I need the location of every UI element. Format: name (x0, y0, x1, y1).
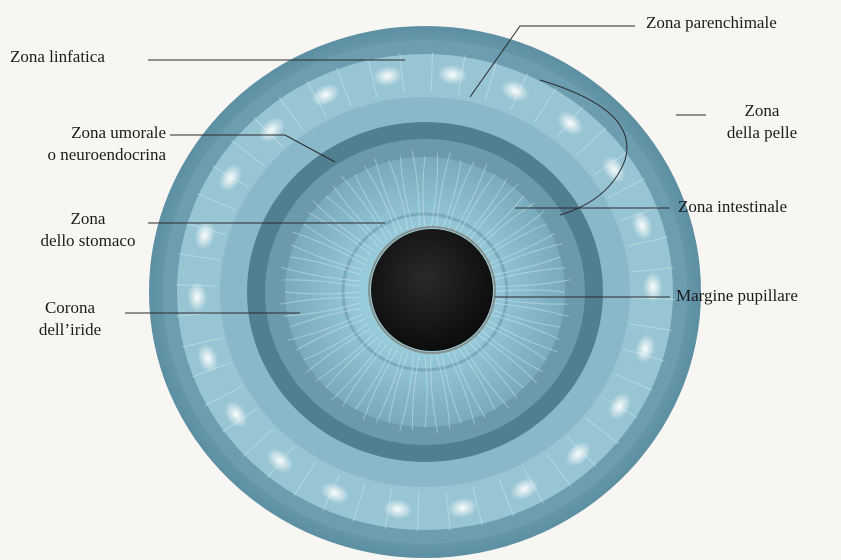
label-zona-linfatica: Zona linfatica (10, 46, 105, 68)
label-zona-intestinale: Zona intestinale (678, 196, 787, 218)
label-zona-umorale: Zona umorale o neuroendocrina (8, 122, 166, 166)
label-zona-stomaco: Zona dello stomaco (28, 208, 148, 252)
pupil (371, 229, 493, 351)
label-zona-parenchimale: Zona parenchimale (646, 12, 777, 34)
label-zona-pelle: Zona della pelle (712, 100, 812, 144)
label-margine-pupillare: Margine pupillare (676, 285, 798, 307)
label-corona-iride: Corona dell’iride (20, 297, 120, 341)
